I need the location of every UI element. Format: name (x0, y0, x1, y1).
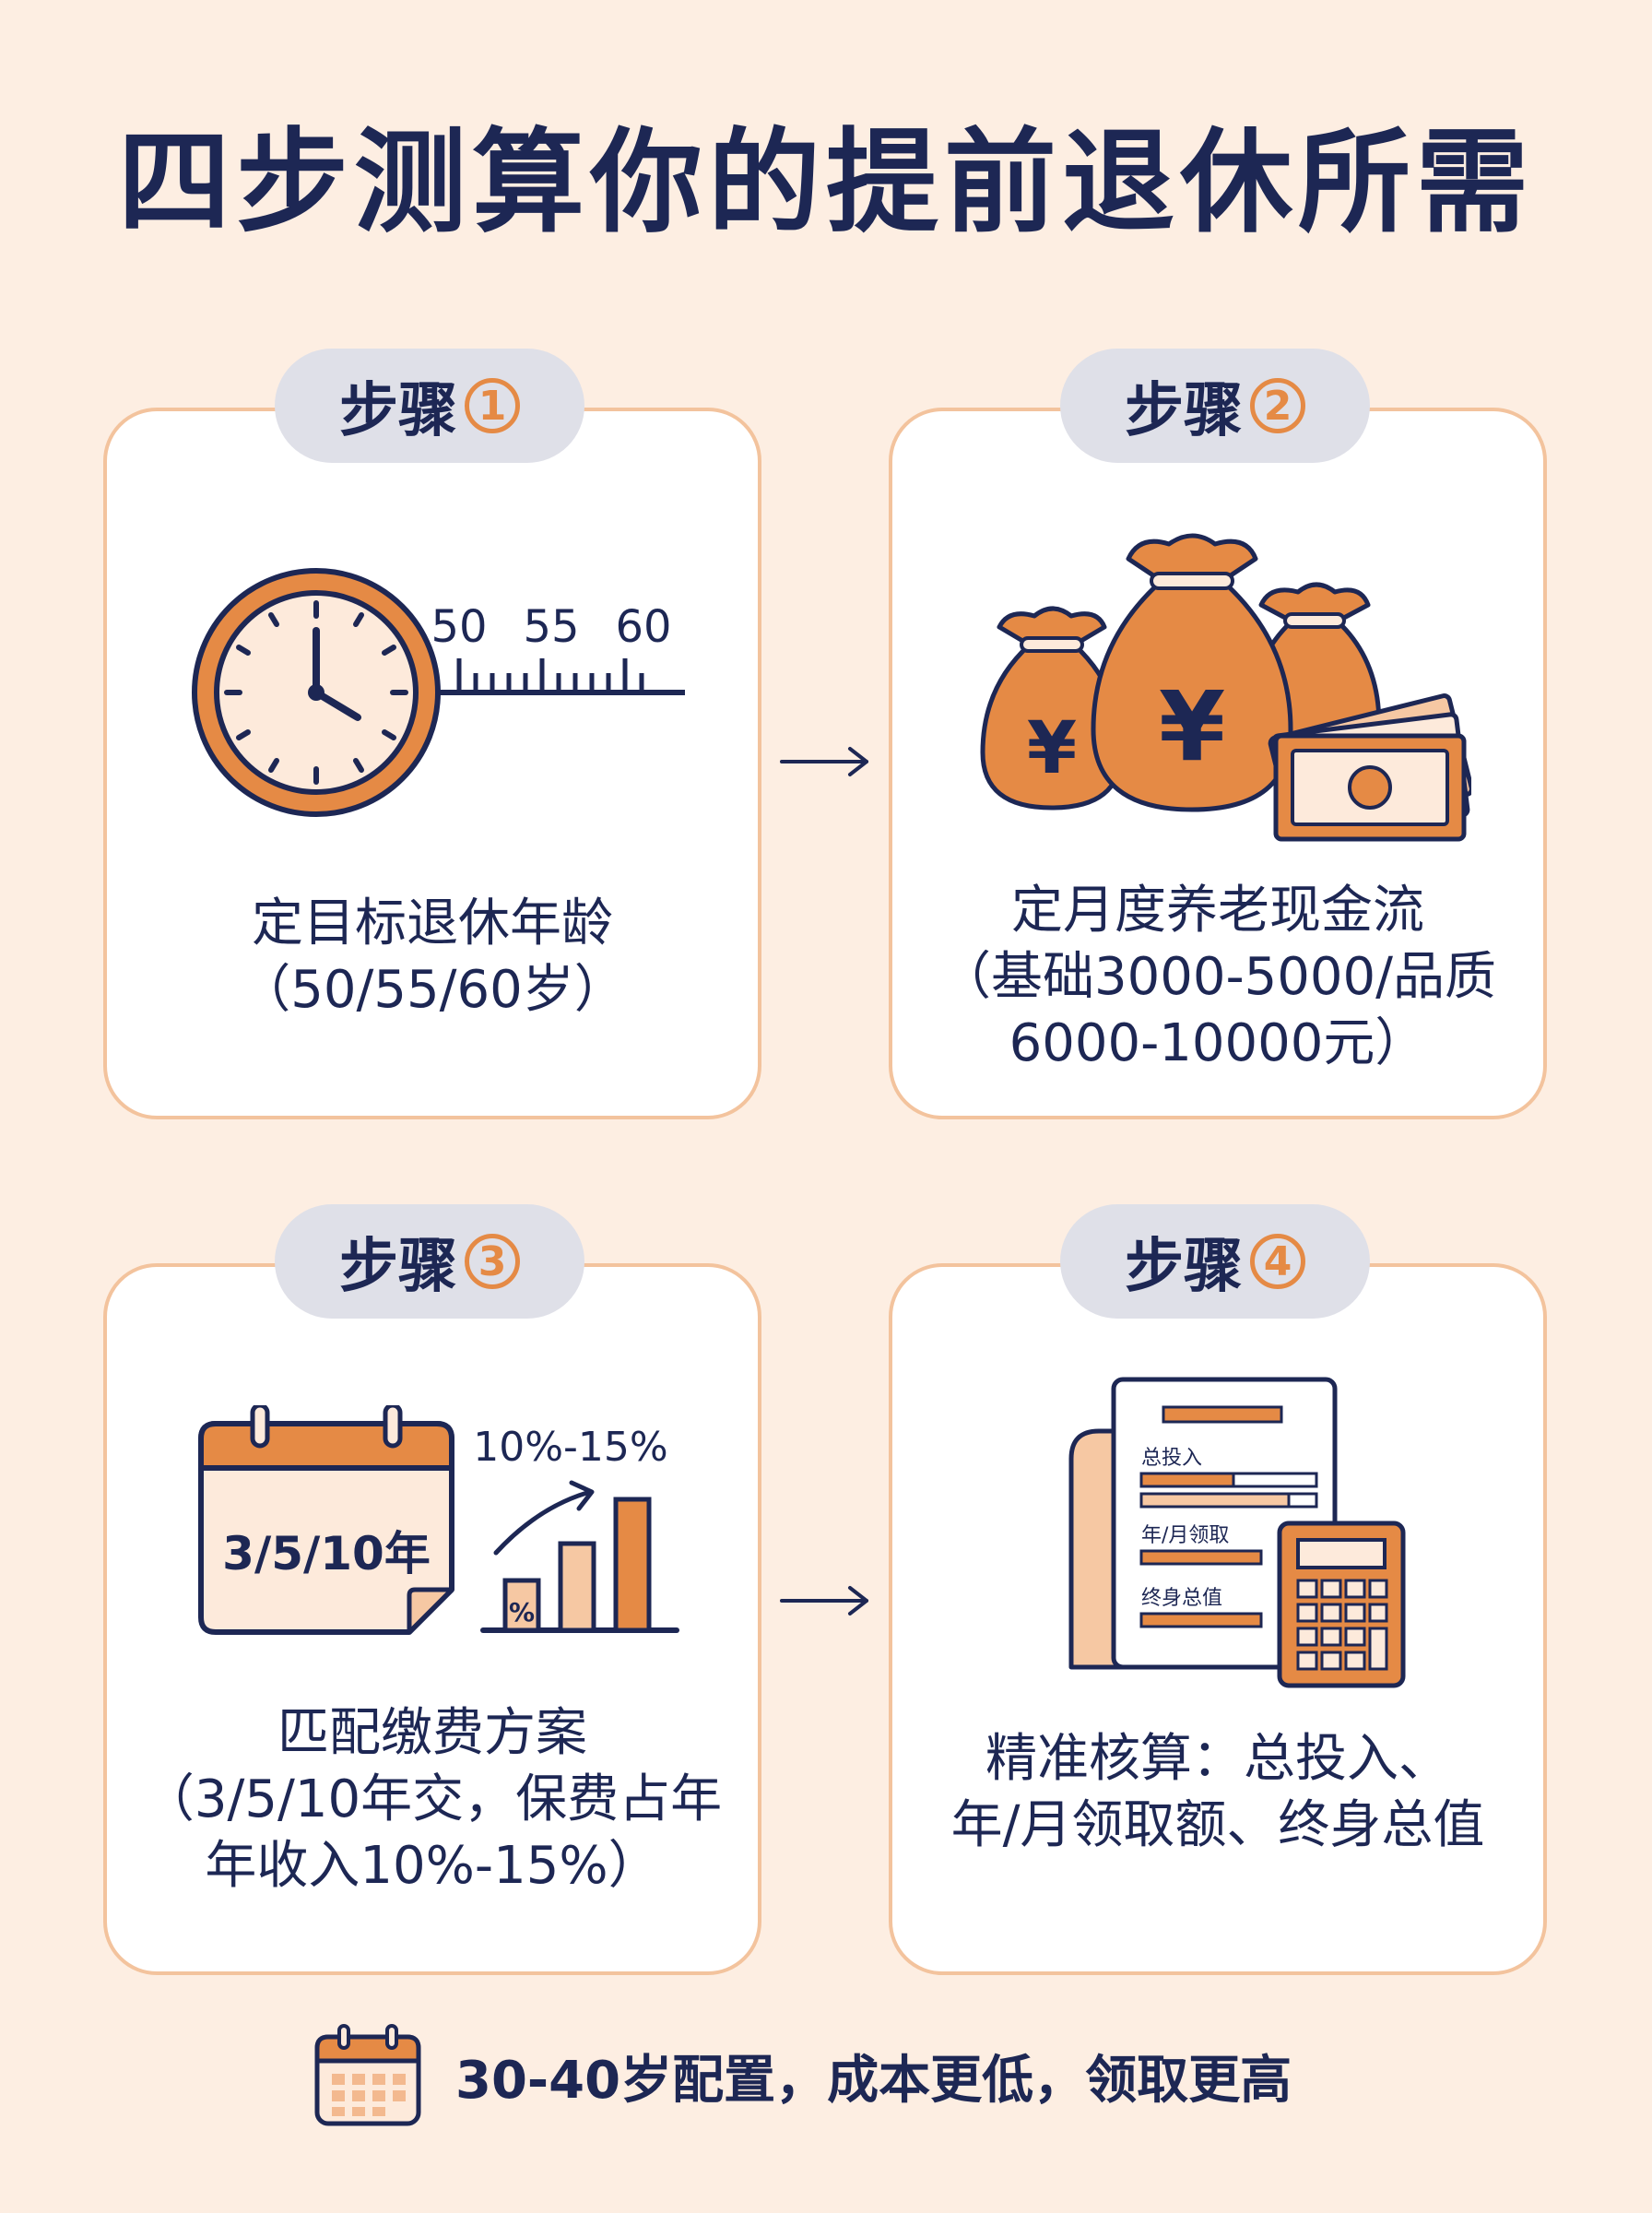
clock-ruler-icon: 50 55 60 (192, 568, 685, 817)
step-4-badge: 步骤 4 (1060, 1204, 1370, 1319)
step-3-badge: 步骤 3 (275, 1204, 584, 1319)
calendar-chart-icon: 3/5/10年 10%-15% % (198, 1405, 679, 1635)
step-2-description: 定月度养老现金流 （基础3000-5000/品质 6000-10000元） (892, 878, 1543, 1077)
step-4-desc-line: 年/月领取额、终身总值 (950, 1795, 1485, 1855)
step-1-desc-line: （50/55/60岁） (239, 960, 626, 1020)
step-4-description: 精准核算：总投入、 年/月领取额、终身总值 (892, 1726, 1543, 1859)
step-card-2: ¥ ¥ 定月度养老现金流 （基础3000-5000/品质 6000-10000元… (889, 408, 1547, 1119)
bar-percent-symbol: % (509, 1597, 535, 1627)
step-badge-label: 步骤 (339, 377, 457, 445)
step-number-circle: 1 (465, 378, 520, 433)
step-badge-label: 步骤 (1125, 1233, 1243, 1301)
step-1-badge: 步骤 1 (275, 349, 584, 463)
money-bags-icon: ¥ ¥ (980, 533, 1471, 842)
calendar-icon (314, 2024, 421, 2126)
footer-text: 30-40岁配置，成本更低，领取更高 (455, 2050, 1292, 2111)
step-3-desc-line: 匹配缴费方案 (277, 1703, 587, 1763)
arrow-right-icon (780, 747, 868, 776)
document-calculator-icon: 总投入 年/月领取 终身总值 (1068, 1377, 1406, 1688)
doc-row-label-3: 终身总值 (1141, 1587, 1222, 1610)
step-number-circle: 2 (1250, 378, 1305, 433)
step-2-desc-line: 6000-10000元） (1009, 1013, 1427, 1073)
step-2-desc-line: 定月度养老现金流 (1011, 881, 1424, 941)
step-2-badge: 步骤 2 (1060, 349, 1370, 463)
doc-row-label-1: 总投入 (1141, 1447, 1202, 1470)
step-number-circle: 3 (465, 1234, 520, 1289)
step-card-1: 50 55 60 定目标退休年龄 （50/55/60岁） (103, 408, 761, 1119)
step-4-desc-line: 精准核算：总投入、 (985, 1729, 1450, 1789)
step-2-desc-line: （基础3000-5000/品质 (938, 947, 1497, 1007)
footer-banner: 30-40岁配置，成本更低，领取更高 (313, 2016, 1292, 2136)
chart-percent-label: 10%-15% (473, 1424, 667, 1471)
step-card-3: 3/5/10年 10%-15% % 匹配缴费方案 （3/5/10年交，保费占年 … (103, 1263, 761, 1975)
yen-symbol-left: ¥ (1027, 707, 1077, 790)
ruler-label-60: 60 (615, 601, 671, 653)
step-number-circle: 4 (1250, 1234, 1305, 1289)
page-title: 四步测算你的提前退休所需 (118, 117, 1534, 248)
step-3-desc-line: 年收入10%-15%） (205, 1836, 660, 1896)
step-badge-label: 步骤 (339, 1233, 457, 1301)
calendar-text: 3/5/10年 (222, 1527, 431, 1580)
step-badge-label: 步骤 (1125, 377, 1243, 445)
step-1-description: 定目标退休年龄 （50/55/60岁） (107, 891, 758, 1024)
step-card-4: 总投入 年/月领取 终身总值 (889, 1263, 1547, 1975)
step-3-desc-line: （3/5/10年交，保费占年 (142, 1769, 723, 1829)
ruler-label-50: 50 (431, 601, 487, 653)
ruler-label-55: 55 (523, 601, 579, 653)
doc-row-label-2: 年/月领取 (1141, 1524, 1229, 1547)
yen-symbol-center: ¥ (1159, 670, 1225, 783)
step-1-desc-line: 定目标退休年龄 (252, 893, 613, 953)
arrow-right-icon (780, 1586, 868, 1615)
step-3-description: 匹配缴费方案 （3/5/10年交，保费占年 年收入10%-15%） (107, 1700, 758, 1899)
